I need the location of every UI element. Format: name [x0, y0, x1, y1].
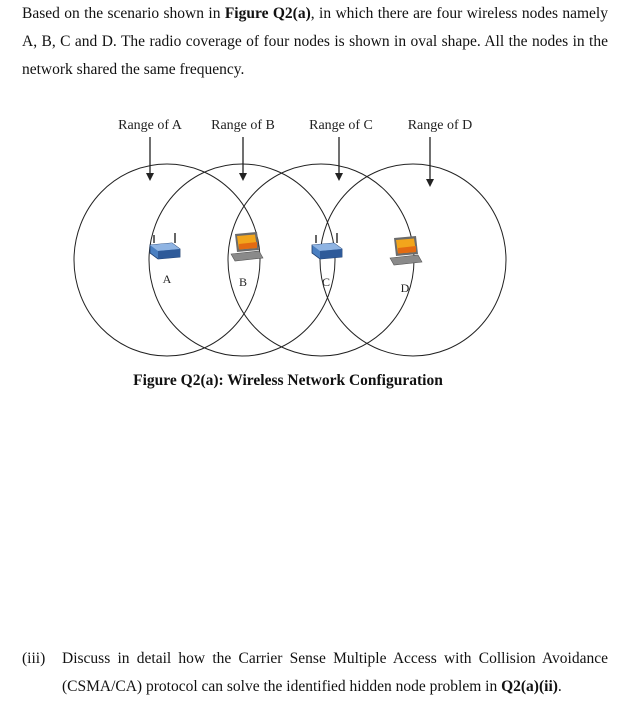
node-label-d: D	[401, 281, 410, 295]
intro-text-1: Based on the scenario shown in	[22, 5, 225, 22]
range-label-c: Range of C	[309, 118, 373, 133]
range-label-d: Range of D	[408, 118, 473, 133]
router-icon-c	[311, 233, 343, 260]
node-label-b: B	[239, 275, 247, 289]
question-reference: Q2(a)(ii)	[501, 678, 558, 695]
question-number: (iii)	[22, 650, 46, 667]
router-icon-a	[149, 233, 181, 260]
figure-reference: Figure Q2(a)	[224, 5, 311, 22]
coverage-oval-d	[319, 163, 507, 357]
coverage-oval-b	[148, 163, 336, 357]
intro-paragraph: Based on the scenario shown in Figure Q2…	[22, 0, 608, 84]
intro-text-2: , in which there are four wireless nodes…	[22, 5, 608, 78]
coverage-oval-c	[227, 163, 415, 357]
range-label-b: Range of B	[211, 118, 275, 133]
network-figure: Range of A Range of B Range of C Range o…	[73, 118, 507, 357]
question-text-2: .	[557, 678, 562, 695]
figure-caption: Figure Q2(a): Wireless Network Configura…	[133, 372, 443, 389]
question-text: Discuss in detail how the Carrier Sense …	[62, 645, 608, 701]
laptop-icon-b	[230, 232, 264, 262]
laptop-icon-d	[389, 236, 423, 266]
node-label-c: C	[322, 275, 330, 289]
question-text-1: Discuss in detail how the Carrier Sense …	[62, 650, 608, 695]
range-label-a: Range of A	[118, 118, 183, 133]
coverage-oval-a	[73, 163, 261, 357]
node-label-a: A	[163, 272, 172, 286]
question-iii: (iii) Discuss in detail how the Carrier …	[22, 645, 608, 701]
